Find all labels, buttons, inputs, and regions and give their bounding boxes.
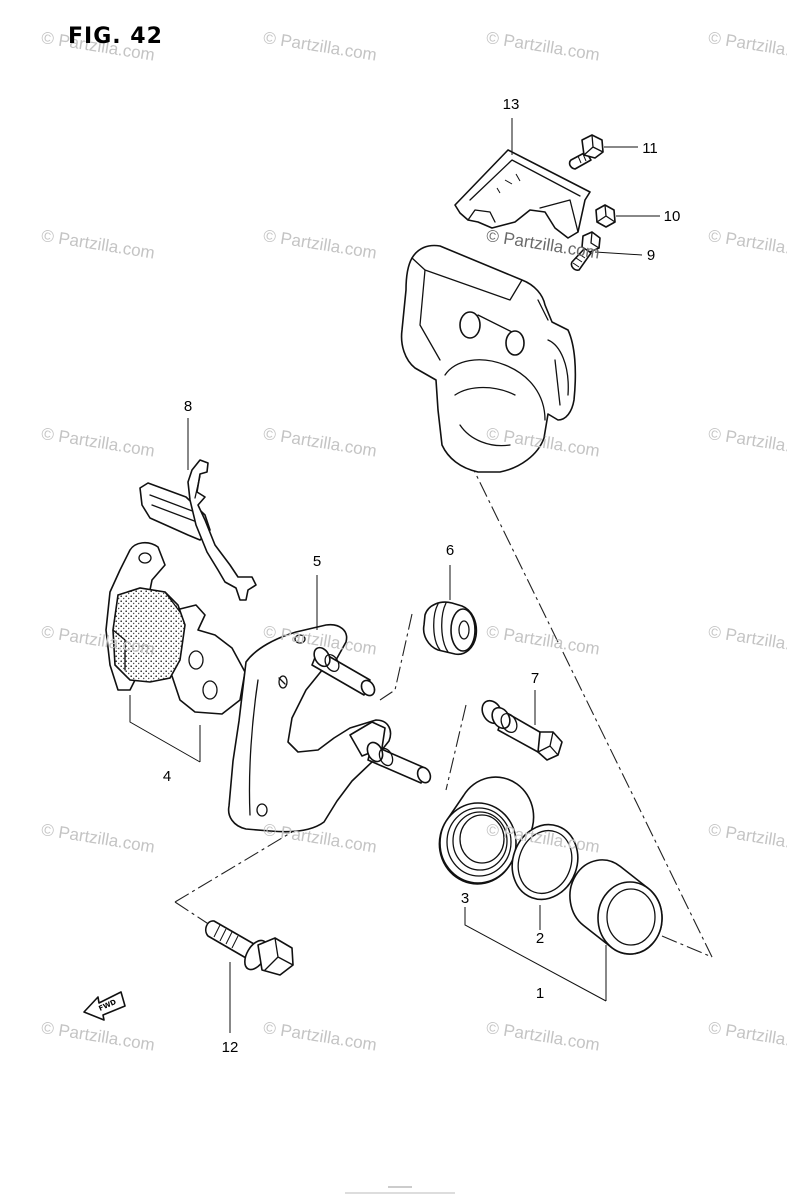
callout-11: 11: [642, 140, 658, 157]
figure-title: FIG. 42: [68, 24, 163, 49]
callout-2: 2: [536, 930, 544, 947]
callout-10: 10: [664, 208, 681, 225]
callout-1: 1: [536, 985, 544, 1002]
callout-8: 8: [184, 398, 192, 415]
callout-labels: 13 11 10 9 8 6 5 7 4 3 2 1 12: [163, 96, 681, 1056]
part-1-piston: [569, 859, 663, 955]
callout-4: 4: [163, 768, 171, 785]
callout-9: 9: [647, 247, 655, 264]
bracket-4: [129, 695, 201, 763]
leader-9: [594, 251, 643, 256]
callout-7: 7: [531, 670, 539, 687]
callout-13: 13: [503, 96, 520, 113]
assembly-lines: [174, 457, 713, 958]
callout-12: 12: [222, 1039, 239, 1056]
callout-3: 3: [461, 890, 469, 907]
forward-direction-arrow-icon: FWD: [83, 991, 126, 1021]
part-12-mounting-bolt: [205, 920, 294, 976]
holder-upper-pin: [311, 646, 376, 697]
callout-6: 6: [446, 542, 454, 559]
footer-marks: [345, 1186, 455, 1194]
part-11-bolt: [568, 134, 604, 170]
holder-lower-pin: [349, 721, 432, 784]
caliper-body: [400, 244, 577, 473]
boot-to-pin-line: [379, 613, 413, 701]
part-3-dust-seal: [438, 776, 535, 885]
bracket-1: [464, 907, 607, 1002]
part-2-piston-seal: [511, 823, 579, 901]
part-4-brake-pads: [105, 541, 246, 715]
bolt12-axis-line: [174, 901, 211, 926]
callout-5: 5: [313, 553, 321, 570]
pin7-to-holder-line: [445, 704, 467, 791]
part-7-pin-bolt: [481, 699, 563, 761]
leader-lines: [129, 118, 660, 1033]
friction-material: [112, 587, 186, 683]
bolt12-to-holder-line: [174, 831, 293, 903]
piston-to-axis-line: [661, 935, 713, 958]
part-13-bracket-plate: [454, 149, 591, 239]
part-6-boot: [422, 601, 478, 656]
caliper-to-piston-line: [467, 457, 713, 958]
part-8-pad-spring: [139, 459, 257, 601]
part-10-cap: [595, 204, 616, 228]
part-5-caliper-holder: [227, 623, 432, 833]
part-9-bleeder-screw: [570, 231, 601, 271]
